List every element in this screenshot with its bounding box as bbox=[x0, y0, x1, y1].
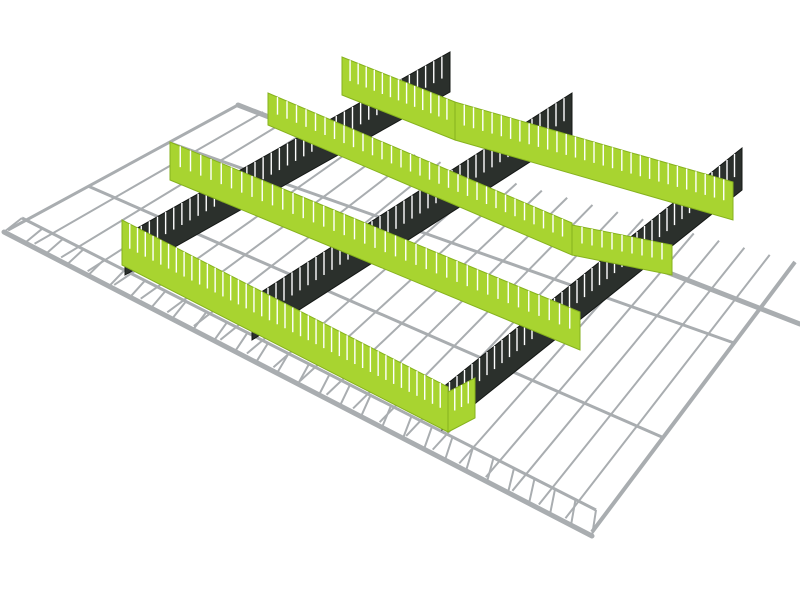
front-guard-post bbox=[129, 279, 146, 298]
front-guard-post bbox=[276, 353, 290, 374]
shelf-wire bbox=[511, 239, 720, 492]
front-guard-post bbox=[528, 478, 536, 504]
front-guard-post bbox=[255, 342, 269, 363]
front-guard-post bbox=[549, 488, 556, 515]
front-guard-post bbox=[423, 426, 433, 450]
side-rail bbox=[7, 103, 239, 232]
front-guard-post bbox=[465, 447, 474, 472]
green-divider bbox=[267, 92, 573, 256]
divider-set bbox=[121, 51, 743, 433]
front-guard-post bbox=[66, 248, 85, 266]
front-guard-post bbox=[507, 468, 515, 493]
front-guard-post bbox=[24, 227, 44, 244]
green-divider bbox=[121, 219, 449, 433]
front-guard-post bbox=[381, 405, 392, 428]
green-divider bbox=[571, 224, 673, 276]
front-guard-post bbox=[297, 363, 310, 385]
front-guard-post bbox=[213, 321, 228, 342]
shelf-wire bbox=[34, 111, 264, 245]
shelf-wire bbox=[485, 232, 695, 478]
front-guard-post bbox=[486, 457, 495, 482]
front-guard-post bbox=[3, 217, 23, 233]
front-guard-post bbox=[171, 300, 187, 320]
green-divider bbox=[454, 101, 734, 221]
front-guard-post bbox=[108, 269, 126, 287]
front-guard-post bbox=[318, 373, 331, 396]
front-guard-post bbox=[87, 259, 105, 277]
front-guard-post bbox=[402, 415, 413, 439]
side-rail bbox=[590, 260, 797, 534]
front-guard-post bbox=[360, 394, 372, 417]
front-guard-post bbox=[339, 384, 351, 407]
front-guard-post bbox=[234, 332, 249, 352]
front-guard-post bbox=[570, 499, 577, 526]
green-divider bbox=[447, 377, 476, 433]
front-guard-post bbox=[444, 436, 454, 461]
front-guard-post bbox=[45, 238, 64, 255]
green-divider bbox=[169, 141, 581, 351]
front-guard-post bbox=[150, 290, 167, 309]
front-guard-post bbox=[192, 311, 208, 331]
shelf-wire bbox=[60, 118, 290, 259]
